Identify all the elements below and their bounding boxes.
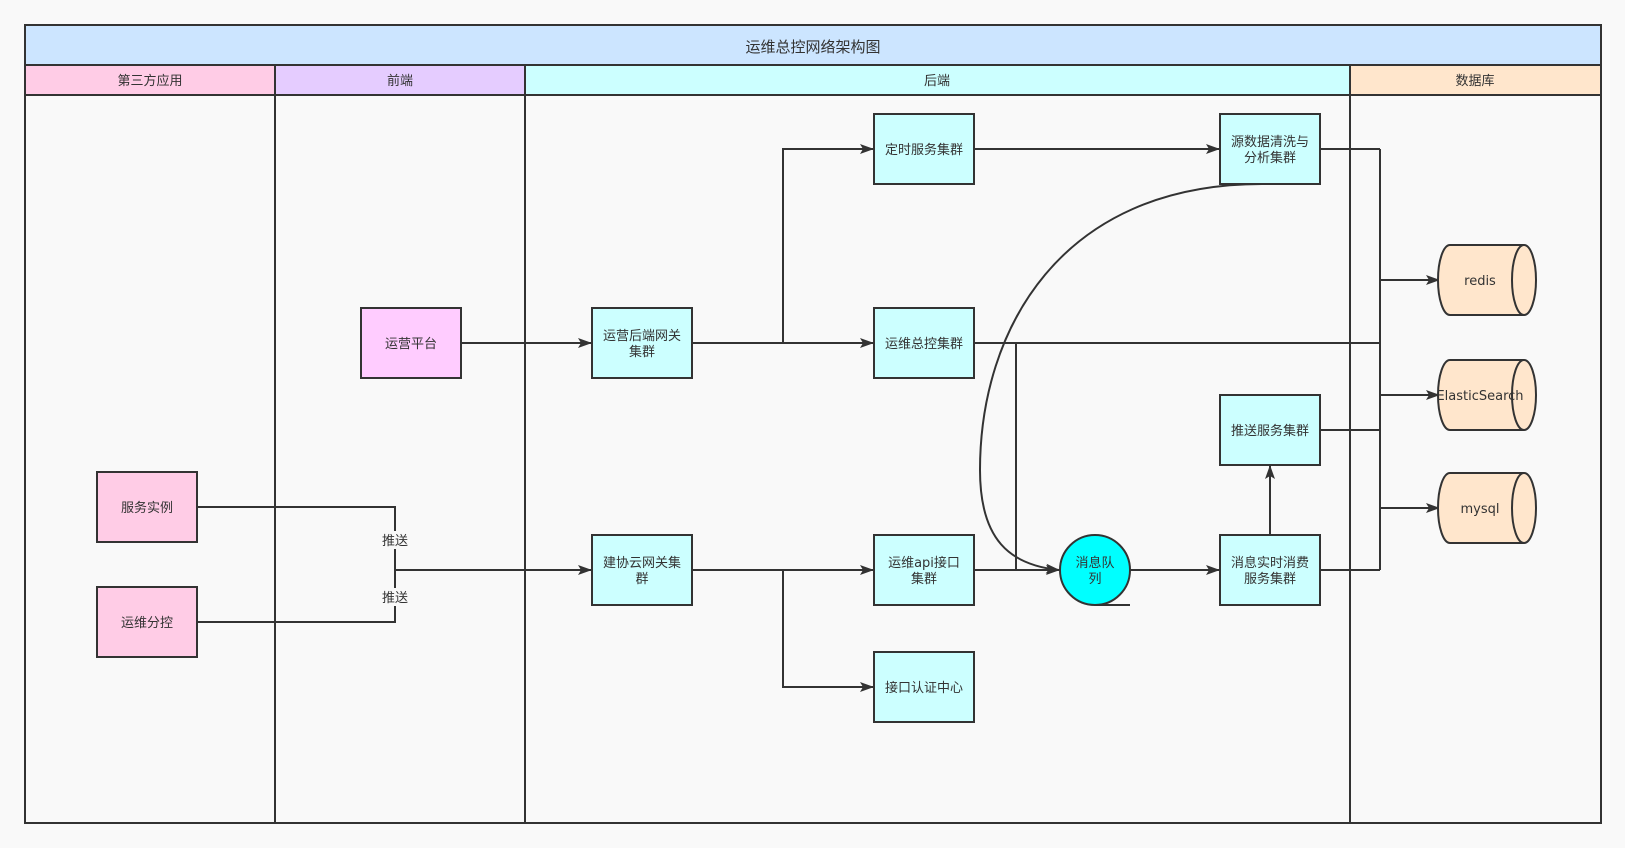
label-ops-api-2: 集群	[911, 571, 937, 587]
lane-label-backend: 后端	[924, 74, 950, 89]
label-ops-sub-control: 运维分控	[121, 616, 173, 631]
node-ops-sub-control[interactable]	[96, 586, 198, 658]
push-label-bg	[379, 531, 411, 549]
label-redis: redis	[1464, 274, 1496, 289]
label-ops-master-control: 运维总控集群	[885, 336, 963, 352]
node-jianxie-cloud-gateway[interactable]	[591, 534, 693, 606]
label-data-cleaning-2: 分析集群	[1244, 150, 1296, 166]
push-label: 推送	[382, 534, 408, 549]
title-bar	[24, 24, 1602, 66]
label-ops-backend-gateway-2: 集群	[629, 344, 655, 360]
node-ops-api[interactable]	[873, 534, 975, 606]
label-scheduled-service: 定时服务集群	[885, 142, 963, 158]
node-service-instance[interactable]	[96, 471, 198, 543]
node-auth-center[interactable]	[873, 651, 975, 723]
pool-frame	[24, 24, 1602, 824]
node-realtime-consumer[interactable]	[1219, 534, 1321, 606]
label-ops-platform: 运营平台	[385, 337, 437, 352]
push-label: 推送	[382, 591, 408, 606]
edge-ops-sub-control-to-merge	[197, 570, 396, 623]
cylinder-edge	[1511, 244, 1525, 316]
lane-header-frontend	[274, 64, 526, 96]
cylinder-edge	[1511, 359, 1525, 431]
node-scheduled-service[interactable]	[873, 113, 975, 185]
cylinder-edge	[1511, 472, 1525, 544]
label-service-instance: 服务实例	[121, 500, 173, 516]
lane-header-third-party	[24, 64, 276, 96]
push-label-bg	[379, 588, 411, 606]
node-data-cleaning[interactable]	[1219, 113, 1321, 185]
label-ops-api-1: 运维api接口	[888, 555, 960, 571]
label-data-cleaning-1: 源数据清洗与	[1231, 135, 1309, 150]
node-push-service[interactable]	[1219, 394, 1321, 466]
lane-label-third-party: 第三方应用	[117, 73, 182, 89]
node-ops-backend-gateway[interactable]	[591, 307, 693, 379]
label-jianxie-gateway-2: 群	[635, 572, 648, 587]
node-ops-platform[interactable]	[360, 307, 462, 379]
lane-label-database: 数据库	[1455, 73, 1494, 89]
label-realtime-consumer-1: 消息实时消费	[1231, 555, 1309, 571]
edge-data-cleaning-to-queue	[978, 183, 1263, 574]
lane-label-frontend: 前端	[387, 73, 413, 89]
label-message-queue-1: 消息队	[1075, 555, 1114, 571]
label-mysql: mysql	[1461, 502, 1500, 517]
label-elasticsearch: ElasticSearch	[1436, 389, 1523, 404]
edge-gateway-to-scheduled	[782, 144, 874, 343]
label-jianxie-gateway-1: 建协云网关集	[603, 555, 681, 571]
diagram-title: 运维总控网络架构图	[745, 38, 880, 56]
label-push-service: 推送服务集群	[1231, 423, 1309, 439]
label-ops-backend-gateway-1: 运营后端网关	[603, 329, 681, 344]
lane-header-database	[1349, 64, 1602, 96]
label-auth-center: 接口认证中心	[885, 680, 963, 696]
label-realtime-consumer-2: 服务集群	[1244, 571, 1296, 587]
node-ops-master-control[interactable]	[873, 307, 975, 379]
label-message-queue-2: 列	[1088, 572, 1101, 587]
edge-jianxie-to-auth-center	[782, 570, 874, 692]
